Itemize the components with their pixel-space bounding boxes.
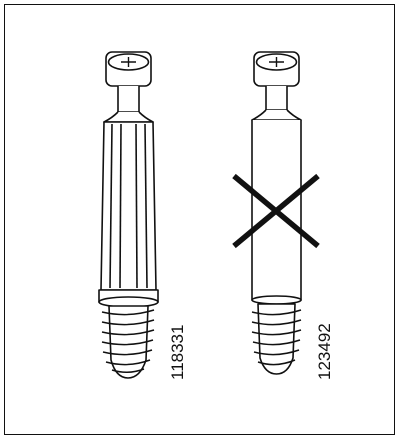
- part-number-118331: 118331: [168, 325, 187, 380]
- phillips-cross-icon: [121, 57, 136, 67]
- cross-out-icon: [232, 173, 320, 249]
- instruction-panel: [4, 4, 395, 435]
- incorrect-dowel-illustration: [251, 51, 302, 375]
- thread-lines: [101, 309, 155, 373]
- part-number-123492: 123492: [315, 323, 334, 380]
- phillips-cross-icon: [269, 57, 284, 67]
- correct-dowel-illustration: [98, 51, 159, 379]
- thread-lines: [251, 309, 302, 366]
